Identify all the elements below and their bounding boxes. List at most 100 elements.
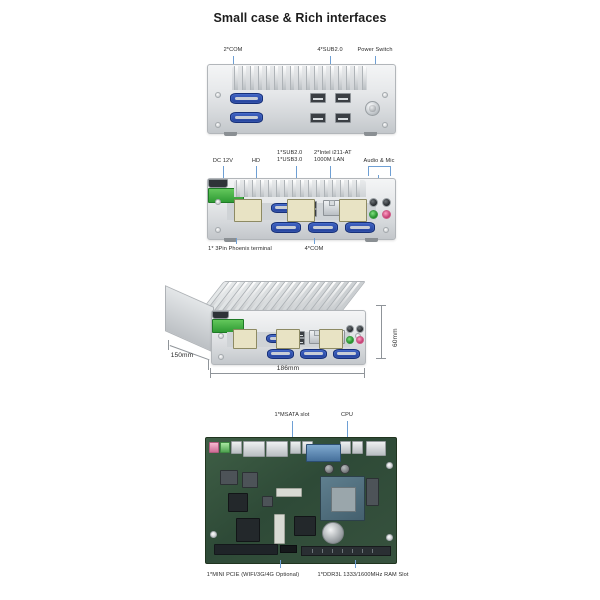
chassis-foot (224, 238, 237, 242)
com-port (333, 349, 360, 359)
hdmi-port (208, 179, 228, 188)
com-port (300, 349, 327, 359)
chassis-left-side (165, 285, 214, 353)
board-mic-jack (209, 442, 219, 453)
com-port (308, 222, 338, 233)
chassis-foot (364, 132, 377, 136)
label-rear-lan-model: 2*Intel i211-AT (314, 150, 352, 156)
usb-port (335, 113, 351, 123)
dim-tick (208, 360, 209, 370)
dim-tick (364, 368, 365, 378)
screw-hole (218, 354, 224, 360)
board-chip (262, 496, 273, 507)
com-port (230, 93, 263, 104)
label-front-power-switch: Power Switch (357, 47, 393, 53)
screw-hole (215, 227, 221, 233)
board-usb-port (290, 441, 301, 454)
label-rear-lan-speed: 1000M LAN (314, 157, 345, 163)
usb-port (310, 93, 326, 103)
board-capacitor (340, 464, 350, 474)
screw-hole (218, 333, 224, 339)
hdmi-port (212, 311, 229, 319)
front-chassis-body (207, 64, 396, 136)
label-board-msata: 1*MSATA slot (274, 412, 310, 418)
screw-hole (215, 199, 221, 205)
dimension-width: 186mm (276, 365, 300, 372)
screw-hole (215, 92, 221, 98)
cmos-battery (322, 522, 344, 544)
label-board-cpu: CPU (340, 412, 354, 418)
label-rear-dc: DC 12V (212, 158, 234, 164)
screw-hole (383, 227, 389, 233)
audio-line-out-jack (346, 336, 354, 344)
board-chip (220, 470, 238, 485)
screw-hole (382, 122, 388, 128)
board-chip (242, 472, 258, 488)
board-mounting-hole (386, 462, 393, 469)
chassis-foot (224, 132, 237, 136)
power-switch-button[interactable] (365, 101, 380, 116)
antenna-hole (356, 325, 364, 333)
antenna-hole (382, 198, 391, 207)
label-front-usb: 4*SUB2.0 (317, 47, 343, 53)
label-rear-com: 4*COM (304, 246, 324, 252)
dim-tick (168, 340, 169, 350)
antenna-hole (346, 325, 354, 333)
label-front-com: 2*COM (223, 47, 243, 53)
leader-rear-phoenix (236, 238, 237, 244)
com-port (230, 112, 263, 123)
dimension-height: 60mm (392, 328, 399, 347)
phoenix-terminal (212, 319, 343, 350)
board-usb-port (352, 441, 363, 454)
mini-pcie-slot (214, 544, 278, 555)
board-chip (228, 493, 248, 512)
ram-slot (301, 546, 391, 556)
board-usb-port (340, 441, 351, 454)
label-rear-usb20: 1*SUB2.0 (277, 150, 303, 156)
board-chip (366, 478, 379, 506)
mic-in-jack (356, 336, 364, 344)
com-port (345, 222, 375, 233)
leader-board-msata (292, 421, 293, 437)
msata-slot (306, 444, 341, 462)
audio-line-out-jack (369, 210, 378, 219)
leader-rear-com (314, 238, 315, 244)
label-rear-audio: Audio & Mic (363, 158, 395, 164)
dimension-depth: 150mm (170, 352, 194, 359)
rear-chassis-body (207, 178, 396, 242)
leader-board-minipcie (280, 560, 281, 568)
label-rear-hd: HD (251, 158, 261, 164)
iso-front-face (211, 310, 366, 365)
heatsink-fins (234, 180, 366, 197)
dim-tick (210, 368, 211, 378)
dim-line-height (381, 305, 382, 358)
board-lan-port (266, 441, 288, 457)
board-usb-port (231, 441, 242, 454)
board-label-sticker (276, 488, 302, 497)
dim-tick (376, 305, 386, 306)
chassis-foot (365, 238, 378, 242)
label-board-ram: 1*DDR3L 1333/1600MHz RAM Slot (317, 572, 409, 578)
board-pin-header (280, 545, 297, 553)
antenna-hole (369, 198, 378, 207)
board-chipset (236, 518, 260, 542)
board-capacitor (324, 464, 334, 474)
com-port (267, 349, 294, 359)
board-lan-port (366, 441, 386, 456)
mainboard-pcb (205, 437, 397, 564)
board-label-sticker (274, 514, 285, 544)
label-board-minipcie: 1*MINI PCIE (WIFI/3G/4G Optional) (206, 572, 300, 578)
board-lan-port (243, 441, 265, 457)
mic-in-jack (382, 210, 391, 219)
board-mounting-hole (386, 534, 393, 541)
leader-board-ram (355, 560, 356, 568)
leader-board-cpu (347, 421, 348, 437)
leader-rear-audio-bracket (368, 166, 391, 176)
usb-port (310, 113, 326, 123)
screw-hole (215, 122, 221, 128)
usb-port (335, 93, 351, 103)
page-title: Small case & Rich interfaces (213, 11, 387, 25)
dim-line-width (210, 373, 365, 374)
com-port (271, 222, 301, 233)
